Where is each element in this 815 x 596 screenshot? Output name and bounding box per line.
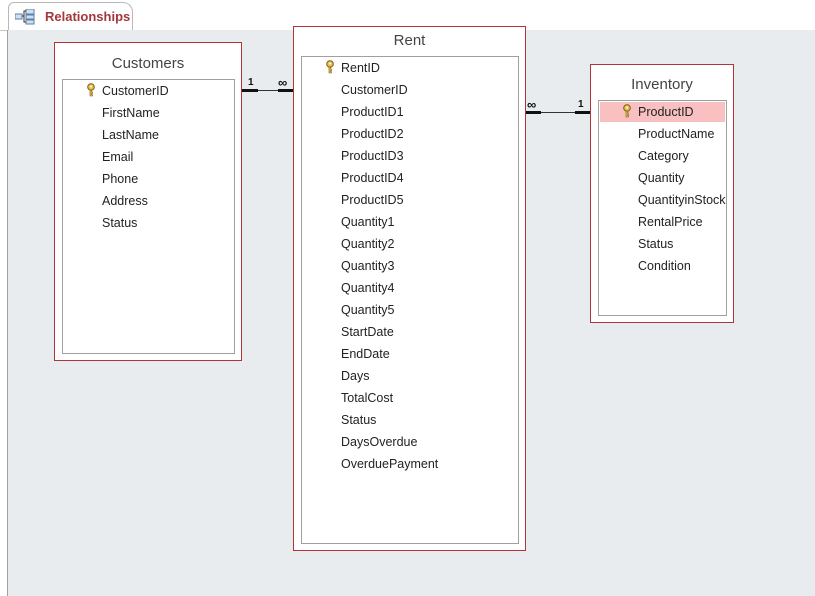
field-row[interactable]: QuantityinStock [600, 190, 726, 210]
field-name: FirstName [102, 106, 160, 120]
relationship-line[interactable] [541, 112, 575, 113]
document-tab-bar: Relationships [0, 0, 815, 31]
field-row[interactable]: Phone [64, 169, 233, 189]
field-name: Email [102, 150, 134, 164]
field-name: Quantity4 [341, 281, 395, 295]
relationships-icon [15, 9, 35, 25]
field-name: ProductID4 [341, 171, 404, 185]
field-name: QuantityinStock [638, 193, 726, 207]
field-name: CustomerID [102, 84, 169, 98]
field-row[interactable]: ProductName [600, 124, 725, 144]
field-name: Status [341, 413, 377, 427]
field-name: Status [638, 237, 674, 251]
field-row[interactable]: TotalCost [303, 388, 517, 408]
field-name: Condition [638, 259, 691, 273]
field-name: DaysOverdue [341, 435, 418, 449]
field-row[interactable]: ProductID [600, 102, 725, 122]
field-name: Status [102, 216, 138, 230]
cardinality-one: 1 [248, 77, 254, 88]
primary-key-icon [86, 83, 96, 97]
field-row[interactable]: Status [600, 234, 725, 254]
field-name: ProductID1 [341, 105, 404, 119]
field-row[interactable]: Quantity1 [303, 212, 517, 232]
field-row[interactable]: ProductID5 [303, 190, 517, 210]
field-name: RentID [341, 61, 380, 75]
field-row[interactable]: Status [303, 410, 517, 430]
tab-relationships[interactable]: Relationships [8, 2, 133, 30]
field-row[interactable]: OverduePayment [303, 454, 517, 474]
cardinality-one: 1 [578, 99, 584, 110]
many-end [526, 111, 541, 114]
field-name: StartDate [341, 325, 394, 339]
field-row[interactable]: Quantity4 [303, 278, 517, 298]
field-row[interactable]: ProductID3 [303, 146, 517, 166]
field-name: Quantity3 [341, 259, 395, 273]
field-name: EndDate [341, 347, 390, 361]
field-row[interactable]: Quantity2 [303, 234, 517, 254]
field-name: Address [102, 194, 148, 208]
field-name: ProductID5 [341, 193, 404, 207]
field-name: RentalPrice [638, 215, 703, 229]
field-row[interactable]: Quantity5 [303, 300, 517, 320]
field-name: Category [638, 149, 689, 163]
field-row[interactable]: LastName [64, 125, 233, 145]
many-end [278, 89, 293, 92]
tab-label: Relationships [45, 9, 131, 24]
field-row[interactable]: ProductID4 [303, 168, 517, 188]
field-name: LastName [102, 128, 159, 142]
table-title: Rent [393, 32, 426, 49]
field-name: Quantity5 [341, 303, 395, 317]
field-row[interactable]: FirstName [64, 103, 233, 123]
field-row[interactable]: Email [64, 147, 233, 167]
field-row[interactable]: RentalPrice [600, 212, 725, 232]
field-row[interactable]: Days [303, 366, 517, 386]
field-name: Quantity2 [341, 237, 395, 251]
primary-key-icon [325, 60, 335, 74]
relationship-line[interactable] [258, 90, 278, 91]
field-name: TotalCost [341, 391, 394, 405]
field-row[interactable]: Status [64, 213, 233, 233]
field-row[interactable]: Condition [600, 256, 725, 276]
cardinality-many: ∞ [278, 75, 288, 90]
field-name: CustomerID [341, 83, 408, 97]
primary-key-icon [622, 104, 632, 118]
field-row[interactable]: CustomerID [64, 81, 233, 101]
field-name: Quantity1 [341, 215, 395, 229]
field-name: OverduePayment [341, 457, 439, 471]
field-name: ProductName [638, 127, 715, 141]
field-row[interactable]: StartDate [303, 322, 517, 342]
field-row[interactable]: CustomerID [303, 80, 517, 100]
field-name: Phone [102, 172, 139, 186]
field-row[interactable]: Quantity3 [303, 256, 517, 276]
field-name: ProductID [638, 105, 694, 119]
field-row[interactable]: EndDate [303, 344, 517, 364]
field-row[interactable]: ProductID2 [303, 124, 517, 144]
field-row[interactable]: Category [600, 146, 725, 166]
field-name: Days [341, 369, 370, 383]
field-row[interactable]: Quantity [600, 168, 725, 188]
field-row[interactable]: Address [64, 191, 233, 211]
field-row[interactable]: RentID [303, 58, 517, 78]
field-row[interactable]: DaysOverdue [303, 432, 517, 452]
cardinality-many: ∞ [527, 97, 537, 112]
table-title: Customers [111, 55, 185, 72]
table-title: Inventory [631, 76, 693, 93]
field-name: ProductID2 [341, 127, 404, 141]
field-name: ProductID3 [341, 149, 404, 163]
field-row[interactable]: ProductID1 [303, 102, 517, 122]
one-end [242, 89, 258, 92]
one-end [575, 111, 590, 114]
field-name: Quantity [638, 171, 685, 185]
